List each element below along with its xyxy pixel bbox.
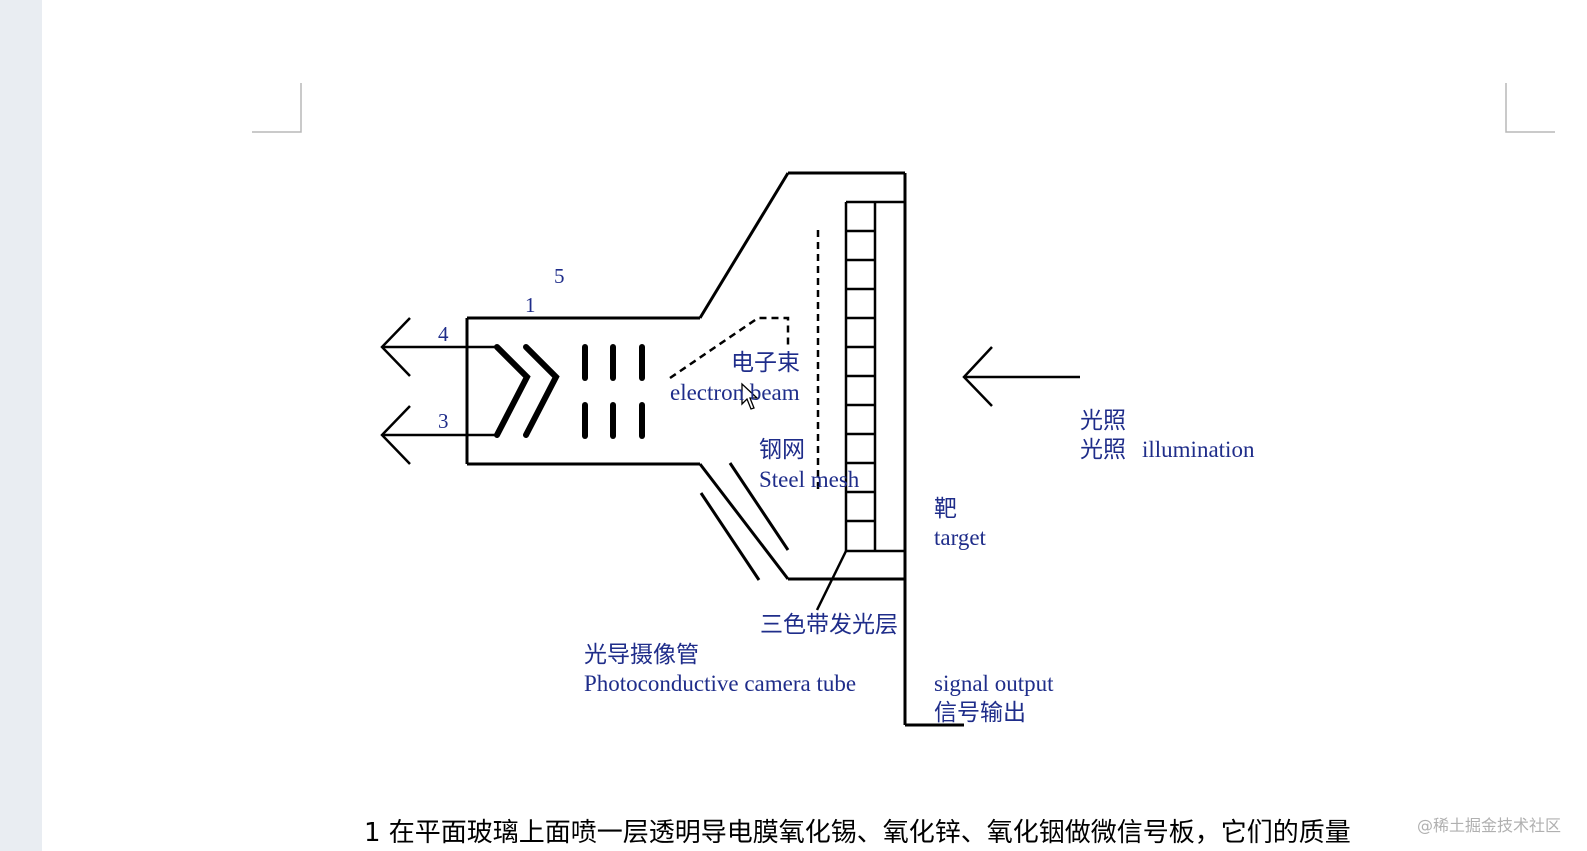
label-3: 3 <box>438 409 449 433</box>
illumination-label-cn-2: 光照 <box>1080 437 1126 462</box>
illumination-label-en: illumination <box>1142 437 1255 462</box>
label-5: 5 <box>554 264 565 288</box>
pin-3 <box>380 405 495 465</box>
signal-output-label-en: signal output <box>934 671 1054 696</box>
tube-label-cn: 光导摄像管 <box>584 642 699 667</box>
target-grid <box>844 200 905 553</box>
document-page: 5 1 4 3 电子束 electron beam 钢网 Steel mesh … <box>42 0 1587 851</box>
camera-tube-diagram: 5 1 4 3 电子束 electron beam 钢网 Steel mesh … <box>252 83 1555 727</box>
label-1: 1 <box>525 293 536 317</box>
watermark: @稀土掘金技术社区 <box>1416 816 1561 835</box>
phosphor-layer-label: 三色带发光层 <box>760 612 898 637</box>
body-paragraph: 1 在平面玻璃上面喷一层透明导电膜氧化锡、氧化锌、氧化铟做微信号板，它们的质量 <box>364 818 1351 848</box>
electron-beam-label-en: electron beam <box>670 380 800 405</box>
phosphor-leader-line <box>815 550 848 611</box>
tube-outline <box>465 171 964 727</box>
electron-beam-label-cn: 电子束 <box>731 350 800 375</box>
label-4: 4 <box>438 322 449 346</box>
tube-label-en: Photoconductive camera tube <box>584 671 856 696</box>
grid-electrodes <box>582 344 645 439</box>
electron-beam-path <box>669 316 790 380</box>
cathode-electrodes <box>494 344 560 438</box>
corner-marks <box>252 83 1555 133</box>
target-label-cn: 靶 <box>934 496 957 521</box>
pin-4 <box>380 317 495 377</box>
deflection-coils <box>699 462 790 581</box>
mouse-cursor-icon <box>741 382 759 410</box>
steel-mesh-label-en: Steel mesh <box>759 467 860 492</box>
target-label-en: target <box>934 525 987 550</box>
illumination-label-cn: 光照 <box>1080 408 1126 433</box>
signal-output-label-cn: 信号输出 <box>934 700 1026 725</box>
illumination-arrow <box>962 346 1080 407</box>
steel-mesh-label-cn: 钢网 <box>759 437 805 462</box>
